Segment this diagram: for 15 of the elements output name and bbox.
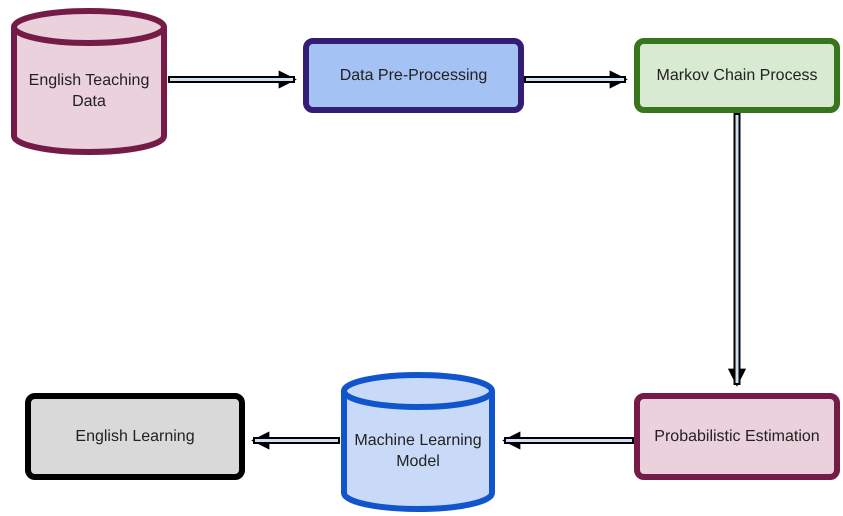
- arrow: [251, 431, 340, 450]
- node-label: Data Pre-Processing: [340, 66, 488, 86]
- node-label: Machine Learning Model: [353, 431, 483, 472]
- node-label: English Learning: [75, 427, 195, 447]
- arrow: [502, 431, 634, 450]
- process-box: [25, 393, 245, 480]
- arrow: [168, 70, 297, 89]
- node-label: English Teaching Data: [28, 70, 150, 112]
- node-label: Probabilistic Estimation: [654, 427, 820, 447]
- process-box: [634, 393, 840, 480]
- arrow: [728, 113, 746, 387]
- process-box: [303, 38, 524, 113]
- arrow: [524, 70, 628, 89]
- node-label: Markov Chain Process: [656, 66, 818, 86]
- process-box: [634, 38, 840, 113]
